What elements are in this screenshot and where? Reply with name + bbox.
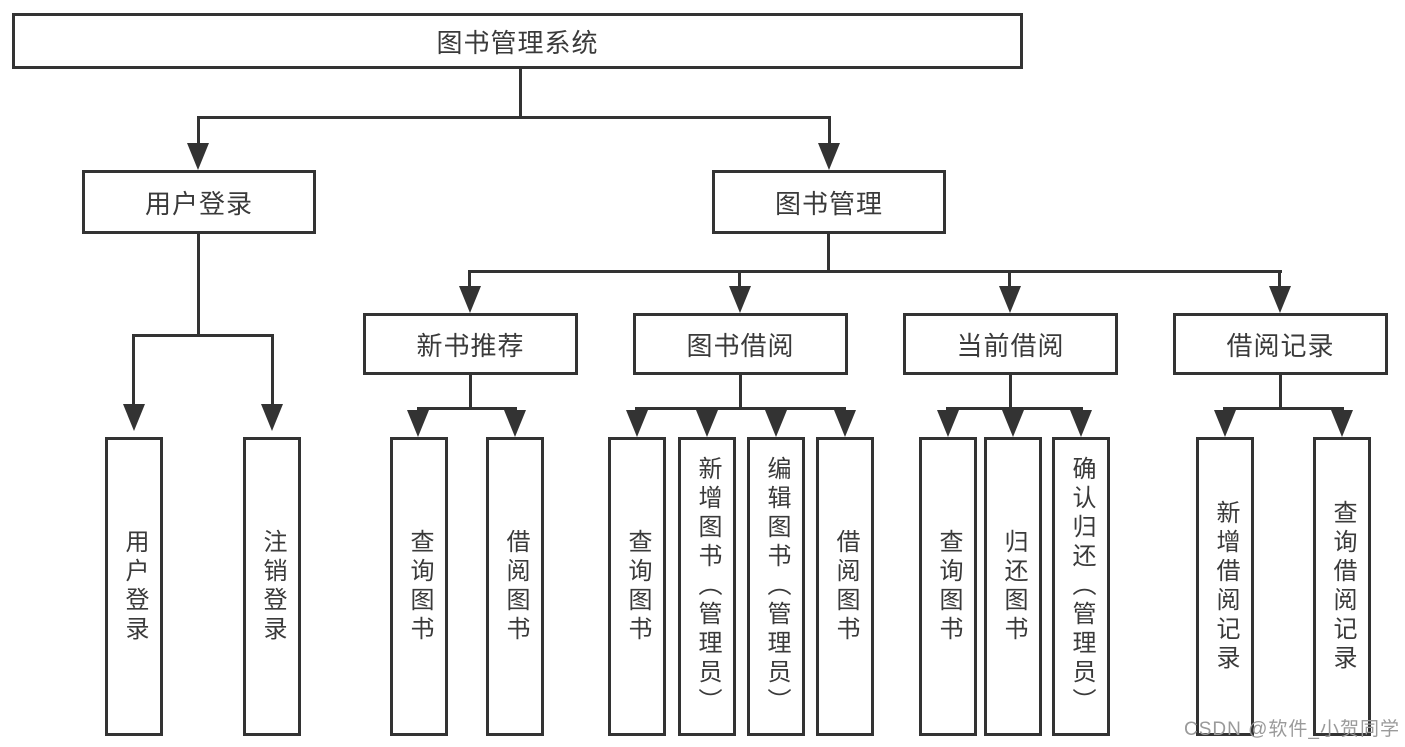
- node-current-borrow: 当前借阅: [903, 313, 1118, 375]
- arrowhead: [729, 286, 751, 313]
- arrowhead: [123, 404, 145, 431]
- arrowhead: [1269, 286, 1291, 313]
- leaf-query-book-current: 查询图书: [919, 437, 977, 736]
- connector-current-hline: [946, 407, 1083, 410]
- connector-bookmgmt-stem: [1008, 273, 1011, 287]
- leaf-edit-book-admin: 编辑图书（管理员）: [747, 437, 805, 736]
- arrowhead: [999, 286, 1021, 313]
- connector-newrec-hline: [417, 407, 517, 410]
- arrowhead: [834, 410, 856, 437]
- connector-borrow-vline: [739, 375, 742, 410]
- connector-userlogin-stem: [132, 337, 135, 405]
- connector-root-vline: [519, 68, 522, 119]
- arrowhead: [1214, 410, 1236, 437]
- arrowhead: [504, 410, 526, 437]
- connector-current-vline: [1009, 375, 1012, 410]
- node-borrow-records: 借阅记录: [1173, 313, 1388, 375]
- connector-bookmgmt-stem: [738, 273, 741, 287]
- connector-records-vline: [1279, 375, 1282, 410]
- arrowhead: [261, 404, 283, 431]
- leaf-add-borrow-record: 新增借阅记录: [1196, 437, 1254, 736]
- node-book-borrow: 图书借阅: [633, 313, 848, 375]
- leaf-borrow-book-newrec: 借阅图书: [486, 437, 544, 736]
- leaf-borrow-book-borrow: 借阅图书: [816, 437, 874, 736]
- arrowhead: [187, 143, 209, 170]
- connector-bookmgmt-stem: [1278, 273, 1281, 287]
- connector-root-right-stem: [828, 119, 831, 145]
- connector-bookmgmt-hline: [468, 270, 1282, 273]
- connector-userlogin-hline: [132, 334, 274, 337]
- connector-borrow-hline: [635, 407, 846, 410]
- arrowhead: [696, 410, 718, 437]
- leaf-add-book-admin: 新增图书（管理员）: [678, 437, 736, 736]
- leaf-logout: 注销登录: [243, 437, 301, 736]
- leaf-query-book-borrow: 查询图书: [608, 437, 666, 736]
- arrowhead: [1331, 410, 1353, 437]
- leaf-query-book-newrec: 查询图书: [390, 437, 448, 736]
- arrowhead: [626, 410, 648, 437]
- arrowhead: [407, 410, 429, 437]
- node-book-mgmt: 图书管理: [712, 170, 946, 234]
- arrowhead: [765, 410, 787, 437]
- node-user-login: 用户登录: [82, 170, 316, 234]
- connector-bookmgmt-stem: [468, 273, 471, 287]
- arrowhead: [1002, 410, 1024, 437]
- node-root: 图书管理系统: [12, 13, 1023, 69]
- leaf-user-login: 用户登录: [105, 437, 163, 736]
- arrowhead: [818, 143, 840, 170]
- connector-root-left-stem: [197, 119, 200, 145]
- connector-newrec-vline: [469, 375, 472, 410]
- leaf-return-book: 归还图书: [984, 437, 1042, 736]
- connector-userlogin-stem: [271, 337, 274, 405]
- node-new-book-rec: 新书推荐: [363, 313, 578, 375]
- connector-records-hline: [1223, 407, 1344, 410]
- arrowhead: [937, 410, 959, 437]
- connector-userlogin-vline: [197, 234, 200, 337]
- arrowhead: [459, 286, 481, 313]
- leaf-confirm-return-admin: 确认归还（管理员）: [1052, 437, 1110, 736]
- arrowhead: [1070, 410, 1092, 437]
- connector-root-hline: [197, 116, 831, 119]
- leaf-query-borrow-record: 查询借阅记录: [1313, 437, 1371, 736]
- connector-bookmgmt-vline: [827, 234, 830, 273]
- watermark: CSDN @软件_小贺同学: [1184, 719, 1400, 740]
